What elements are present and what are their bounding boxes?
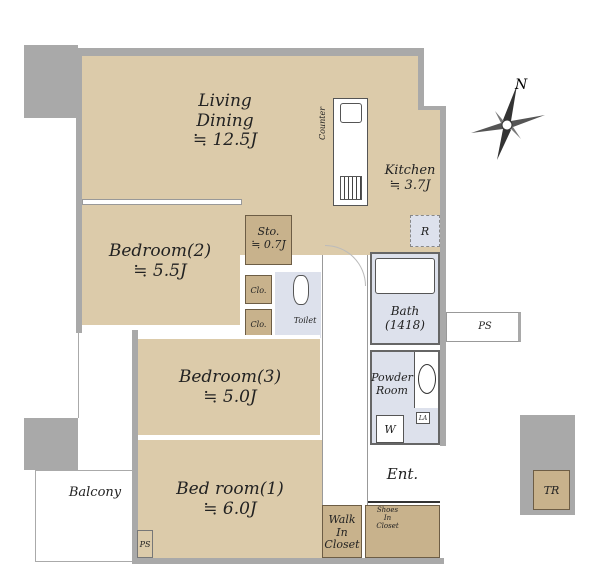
toilet-icon	[293, 275, 309, 305]
stove-icon	[340, 176, 362, 200]
shoes-name-2: In	[383, 514, 392, 523]
shoes-name-3: Closet	[376, 522, 399, 531]
entrance-label: Ent.	[386, 465, 419, 483]
bedroom1-name: Bed room(1)	[176, 479, 284, 499]
bedroom-2	[82, 205, 240, 325]
bedroom-1	[138, 440, 322, 558]
living-label: Living Dining ≒ 12.5J	[160, 91, 290, 151]
storage-size: ≒ 0.7J	[251, 237, 286, 251]
wall-right-upper	[418, 48, 424, 110]
wall-top	[76, 48, 424, 56]
trunk-room: TR	[533, 470, 570, 510]
pillar-bottom-left	[24, 418, 78, 470]
wall-left	[76, 48, 82, 333]
compass-icon: N	[471, 77, 545, 160]
bath-name: Bath	[390, 304, 420, 318]
ps-right	[446, 312, 521, 342]
balcony-upper	[78, 330, 132, 418]
refrigerator-space: R	[410, 215, 440, 247]
bedroom2-name: Bedroom(2)	[108, 241, 212, 261]
closet-a: Clo.	[245, 275, 272, 304]
shoes-closet: Shoes In Closet	[365, 505, 440, 558]
basin-icon	[418, 364, 436, 394]
bedroom3-label: Bedroom(3) ≒ 5.0J	[160, 367, 300, 407]
kitchen-size: ≒ 3.7J	[389, 177, 431, 193]
wall-bedroom2-top	[82, 199, 242, 205]
balcony	[35, 470, 132, 562]
bathtub-icon	[375, 258, 435, 294]
counter-label: Counter	[318, 106, 327, 140]
hallway	[322, 255, 368, 505]
powder-name-1: Powder	[371, 371, 413, 384]
entrance	[368, 448, 440, 503]
bedroom3-name: Bedroom(3)	[178, 367, 282, 387]
sink-icon	[340, 103, 362, 123]
toilet-label: Toilet	[293, 316, 317, 325]
bedroom1-label: Bed room(1) ≒ 6.0J	[160, 479, 300, 519]
ps-left: PS	[137, 530, 153, 558]
wic-name-2: Closet	[324, 538, 360, 552]
kitchen-label: Kitchen ≒ 3.7J	[375, 163, 445, 194]
bedroom-3	[138, 335, 320, 435]
balcony-label: Balcony	[68, 485, 122, 500]
dining-name: Dining	[196, 110, 254, 131]
laundry-faucet: LA	[416, 412, 430, 424]
bedroom3-size: ≒ 5.0J	[203, 386, 257, 407]
walk-in-closet: Walk In Closet	[322, 505, 362, 558]
living-size: ≒ 12.5J	[192, 130, 258, 151]
powder-name-2: Room	[376, 383, 408, 397]
wall-step	[418, 106, 446, 112]
storage-name: Sto.	[257, 225, 280, 238]
closet-b: Clo.	[245, 309, 272, 338]
north-label: N	[514, 77, 528, 93]
wall-right	[440, 106, 446, 446]
bedroom2-label: Bedroom(2) ≒ 5.5J	[95, 241, 225, 281]
ps-right-label: PS	[478, 321, 492, 332]
washer-space: W	[376, 415, 404, 443]
living-name: Living	[198, 91, 252, 111]
wic-name-1: Walk In	[328, 513, 356, 539]
storage: Sto. ≒ 0.7J	[245, 215, 292, 265]
wall-balcony	[132, 330, 138, 564]
shoes-name-1: Shoes	[376, 506, 399, 514]
bedroom2-size: ≒ 5.5J	[133, 260, 187, 281]
bath-size: (1418)	[385, 317, 425, 332]
powder-label: Powder Room	[368, 371, 416, 397]
kitchen-name: Kitchen	[384, 163, 436, 178]
bath-label: Bath (1418)	[370, 304, 440, 333]
bedroom1-size: ≒ 6.0J	[203, 498, 257, 519]
wall-bottom	[132, 558, 444, 564]
pillar-top-left	[24, 45, 78, 118]
